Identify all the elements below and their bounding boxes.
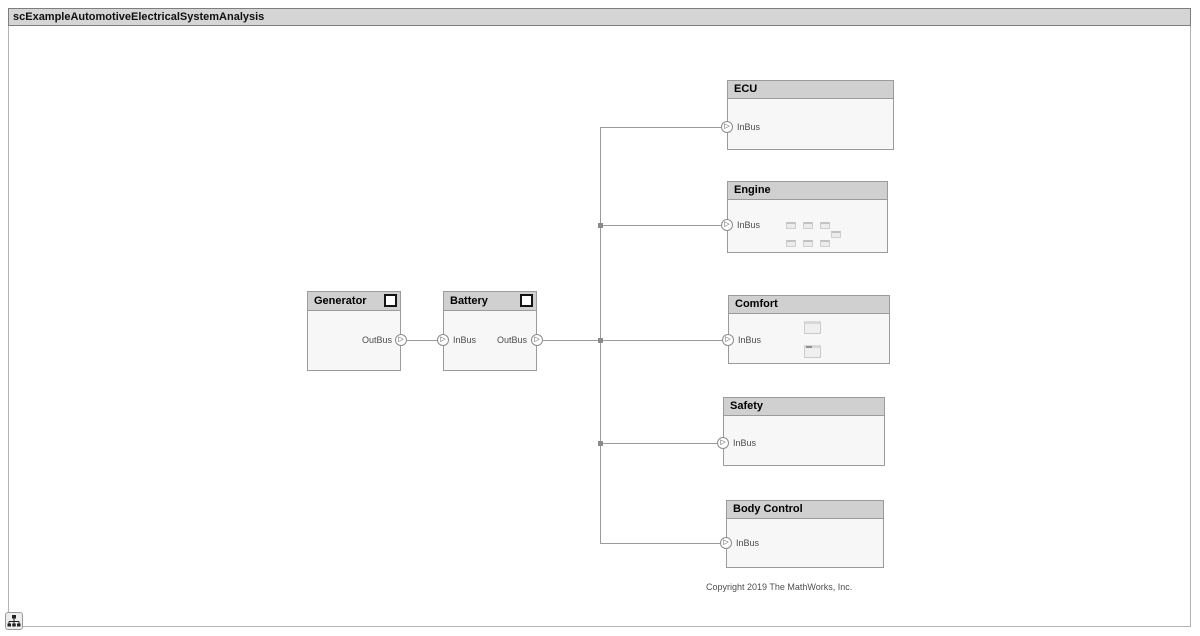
block-generator-header: Generator bbox=[308, 292, 400, 311]
mini-block bbox=[820, 222, 830, 229]
bus-arrow-icon: ▷ bbox=[725, 336, 731, 343]
ecu-inbus-port-icon[interactable]: ▷ bbox=[721, 121, 733, 133]
block-body-control[interactable]: Body Control bbox=[726, 500, 884, 568]
block-comfort-header: Comfort bbox=[729, 296, 889, 314]
block-generator-label: Generator bbox=[314, 295, 367, 307]
port-label: OutBus bbox=[361, 335, 392, 345]
comfort-inbus-port-icon[interactable]: ▷ bbox=[722, 334, 734, 346]
mini-block bbox=[804, 321, 821, 334]
block-body-control-label: Body Control bbox=[733, 503, 803, 515]
bus-arrow-icon: ▷ bbox=[724, 123, 730, 130]
port-label: InBus bbox=[736, 538, 760, 548]
model-titlebar: scExampleAutomotiveElectricalSystemAnaly… bbox=[8, 8, 1191, 26]
battery-inbus-port-icon[interactable]: ▷ bbox=[437, 334, 449, 346]
copyright-text: Copyright 2019 The MathWorks, Inc. bbox=[706, 582, 853, 592]
mini-block bbox=[804, 345, 821, 358]
diagram-canvas[interactable] bbox=[8, 8, 1191, 627]
mini-block bbox=[803, 240, 813, 247]
bus-arrow-icon: ▷ bbox=[723, 539, 729, 546]
mini-block bbox=[786, 222, 796, 229]
port-label: InBus bbox=[733, 438, 757, 448]
bus-arrow-icon: ▷ bbox=[398, 336, 404, 343]
battery-outbus-port-icon[interactable]: ▷ bbox=[531, 334, 543, 346]
block-battery-header: Battery bbox=[444, 292, 536, 311]
subsystem-badge-icon bbox=[384, 294, 397, 307]
block-ecu-header: ECU bbox=[728, 81, 893, 99]
mini-block bbox=[786, 240, 796, 247]
port-label: InBus bbox=[453, 335, 477, 345]
model-hierarchy-button[interactable] bbox=[5, 612, 23, 630]
mini-block bbox=[820, 240, 830, 247]
block-safety[interactable]: Safety bbox=[723, 397, 885, 466]
mini-block bbox=[831, 231, 841, 238]
mini-block-titlebar bbox=[806, 346, 812, 348]
bus-arrow-icon: ▷ bbox=[724, 221, 730, 228]
block-body-control-header: Body Control bbox=[727, 501, 883, 519]
port-label: InBus bbox=[737, 122, 761, 132]
subsystem-badge-icon bbox=[520, 294, 533, 307]
model-title: scExampleAutomotiveElectricalSystemAnaly… bbox=[13, 11, 265, 23]
block-ecu[interactable]: ECU bbox=[727, 80, 894, 150]
port-label: InBus bbox=[737, 220, 761, 230]
engine-inbus-port-icon[interactable]: ▷ bbox=[721, 219, 733, 231]
block-engine-header: Engine bbox=[728, 182, 887, 200]
block-generator[interactable]: Generator bbox=[307, 291, 401, 371]
block-ecu-label: ECU bbox=[734, 83, 758, 95]
generator-outbus-port-icon[interactable]: ▷ bbox=[395, 334, 407, 346]
port-label: OutBus bbox=[496, 335, 527, 345]
block-battery-label: Battery bbox=[450, 295, 488, 307]
mini-block bbox=[803, 222, 813, 229]
block-engine-label: Engine bbox=[734, 184, 771, 196]
block-safety-header: Safety bbox=[724, 398, 884, 416]
block-safety-label: Safety bbox=[730, 400, 764, 412]
bus-arrow-icon: ▷ bbox=[720, 439, 726, 446]
bus-arrow-icon: ▷ bbox=[440, 336, 446, 343]
safety-inbus-port-icon[interactable]: ▷ bbox=[717, 437, 729, 449]
block-engine[interactable]: Engine bbox=[727, 181, 888, 253]
model-hierarchy-icon bbox=[7, 615, 21, 627]
block-battery[interactable]: Battery bbox=[443, 291, 537, 371]
bus-arrow-icon: ▷ bbox=[534, 336, 540, 343]
body-control-inbus-port-icon[interactable]: ▷ bbox=[720, 537, 732, 549]
block-comfort-label: Comfort bbox=[735, 298, 778, 310]
port-label: InBus bbox=[738, 335, 762, 345]
